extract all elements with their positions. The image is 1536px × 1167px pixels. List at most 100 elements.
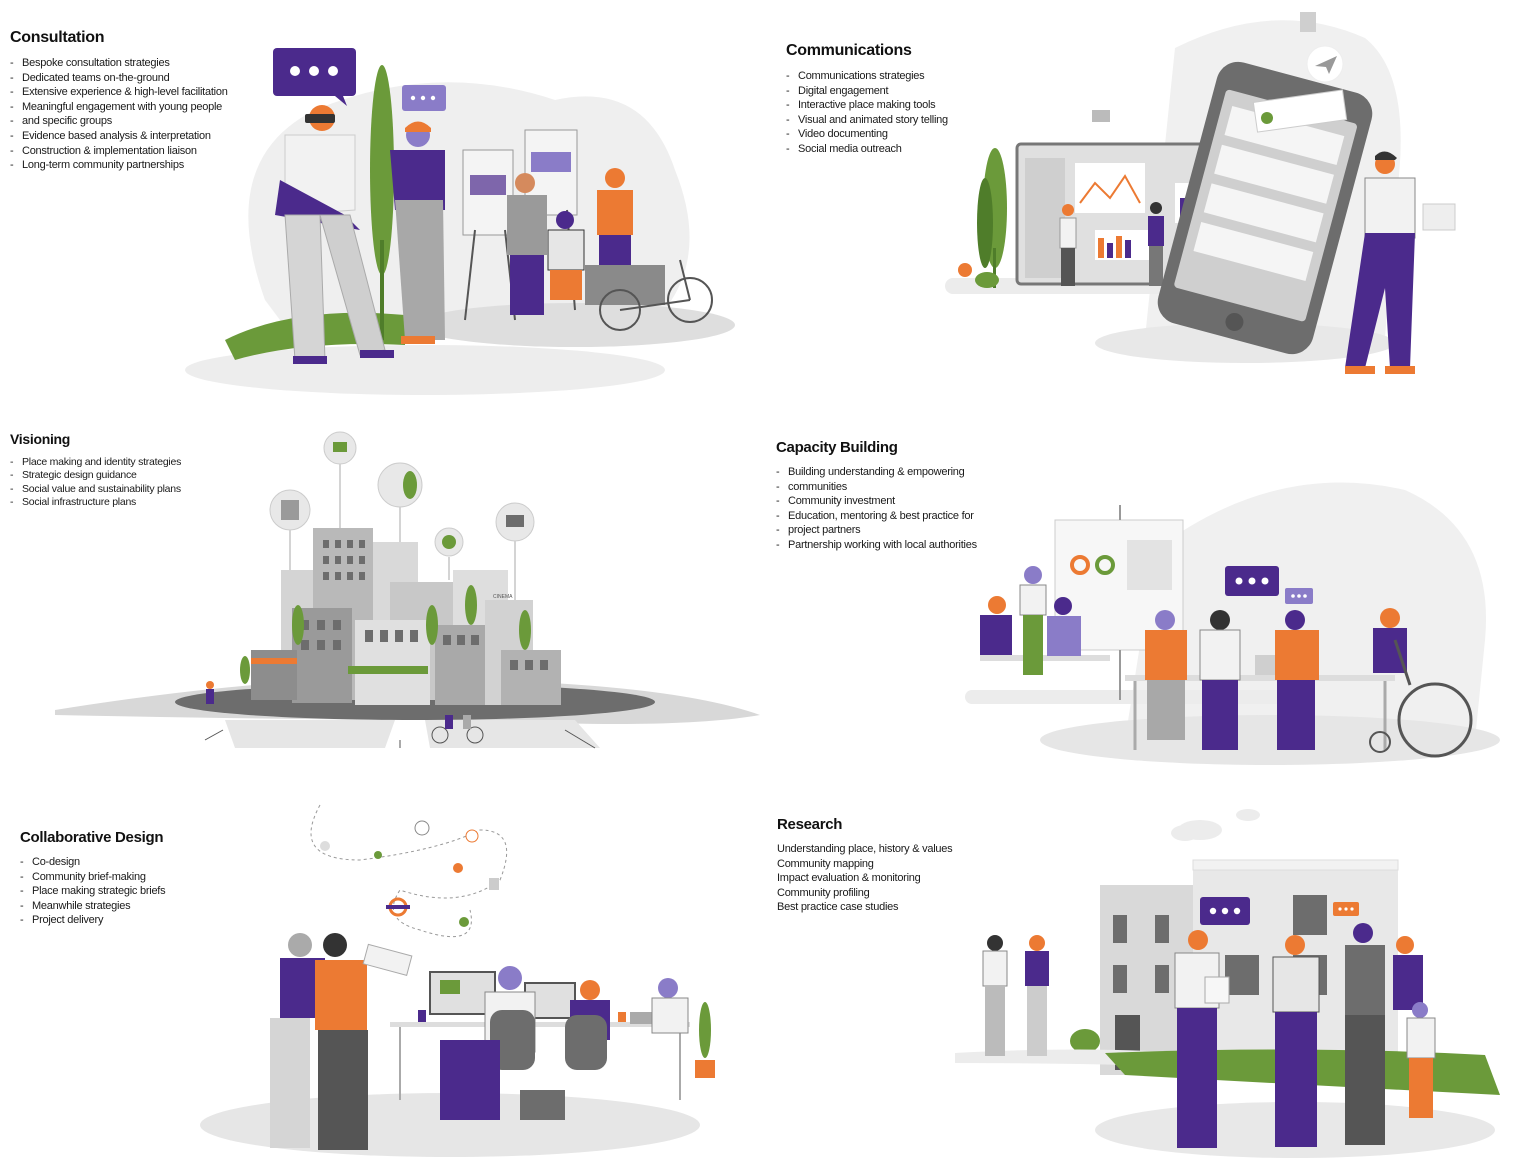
person-head [1380,608,1400,628]
list-item: Co-design [20,855,250,870]
office-chair [565,1015,607,1070]
list-item: Community mapping [777,857,874,870]
person-head [498,966,522,990]
ground-shadow [1095,323,1395,363]
pencil-cup [418,1010,426,1022]
service-list: Building understanding & empowering comm… [776,465,1016,553]
section-title: Collaborative Design [20,829,164,846]
section-title: Communications [786,42,912,59]
section-title: Capacity Building [776,439,898,456]
capacity-building-illustration [955,470,1500,770]
research-scene [955,809,1500,1158]
person-head [556,211,574,229]
list-item: Visual and animated story telling [786,113,1026,128]
map-pin-icon [323,431,357,530]
person-head [1285,935,1305,955]
person-head [605,168,625,188]
research-illustration [955,805,1500,1160]
list-item: Community profiling [777,886,870,899]
section-collaborative-design: Collaborative Design Co-design Community… [20,829,250,928]
table [1125,675,1395,681]
list-item: Social value and sustainability plans [10,483,240,497]
section-communications: Communications Communications strategies… [786,42,1026,157]
person-head [288,933,312,957]
collaborative-design-illustration [200,800,745,1160]
section-consultation: Consultation Bespoke consultation strate… [10,29,260,173]
service-list: Bespoke consultation strategies Dedicate… [10,56,260,173]
person-head [1062,204,1074,216]
list-item: Long-term community partnerships [10,158,260,173]
clipboard [1204,976,1230,1004]
section-visioning: Visioning Place making and identity stra… [10,431,240,510]
person-head [1188,930,1208,950]
communications-scene [945,12,1456,374]
service-list: Understanding place, history & values Co… [777,842,1017,915]
person-head [987,935,1003,951]
list-item-continuation: project partners [776,523,1016,538]
tree-icon [465,585,477,625]
tree-icon [370,65,394,275]
list-item: Place making and identity strategies [10,456,240,470]
list-item: Communications strategies [786,69,1026,84]
list-item: Video documenting [786,127,1026,142]
document-icon [1300,12,1316,32]
service-list: Communications strategies Digital engage… [786,69,1026,157]
building [501,650,561,705]
consultation-illustration [175,40,760,400]
person-head [1029,935,1045,951]
desk [390,1022,690,1027]
list-item: Place making strategic briefs [20,884,250,899]
list-item-continuation: communities [776,480,1016,495]
list-item: Meaningful engagement with young people [10,100,260,115]
filing-box [520,1090,565,1120]
bicycle-wheel [466,726,484,744]
list-item: Strategic design guidance [10,469,240,483]
check-icon [1261,112,1273,124]
person-head [580,980,600,1000]
person-head [515,173,535,193]
person-head [206,681,214,689]
smartphone [1157,61,1373,355]
wheelchair-icon [1397,682,1473,758]
person-head [1054,597,1072,615]
list-item: Social media outreach [786,142,1026,157]
section-title: Research [777,816,843,833]
tree-icon [519,610,531,650]
list-item: Impact evaluation & monitoring [777,872,921,885]
table [980,655,1110,661]
chart-donut-icon [1070,555,1090,575]
list-item: Extensive experience & high-level facili… [10,85,260,100]
list-item: Dedicated teams on-the-ground [10,71,260,86]
list-item: Interactive place making tools [786,98,1026,113]
bike-wheel [599,289,641,331]
capacity-scene [965,482,1500,765]
plant-pot [695,1060,715,1078]
bike-wheel [667,277,713,323]
list-item: Social infrastructure plans [10,496,240,510]
pencil-cup [618,1012,626,1022]
easel-board [524,129,578,216]
person-head [1150,202,1162,214]
location-pin-icon [374,851,382,859]
consultation-scene [185,48,735,395]
map-pin-icon [269,489,311,570]
person-head [658,978,678,998]
list-item: Best practice case studies [777,901,899,914]
person-head [323,933,347,957]
pound-icon [465,829,479,843]
list-item: Construction & implementation liaison [10,144,260,159]
section-title: Visioning [10,431,71,447]
location-pin-icon [958,263,972,277]
map-pin-icon [434,527,464,580]
section-research: Research Understanding place, history & … [777,816,1017,915]
bicycle-icon [414,820,430,836]
person-head [1353,923,1373,943]
map-pin-icon [495,502,535,600]
laptop [630,1012,654,1024]
visioning-scene: CINEMA [55,431,760,749]
idea-path [310,804,508,938]
list-item: Community investment [776,494,1016,509]
chart-donut-icon [1095,555,1115,575]
person-head [1155,610,1175,630]
tree-icon [426,605,438,645]
